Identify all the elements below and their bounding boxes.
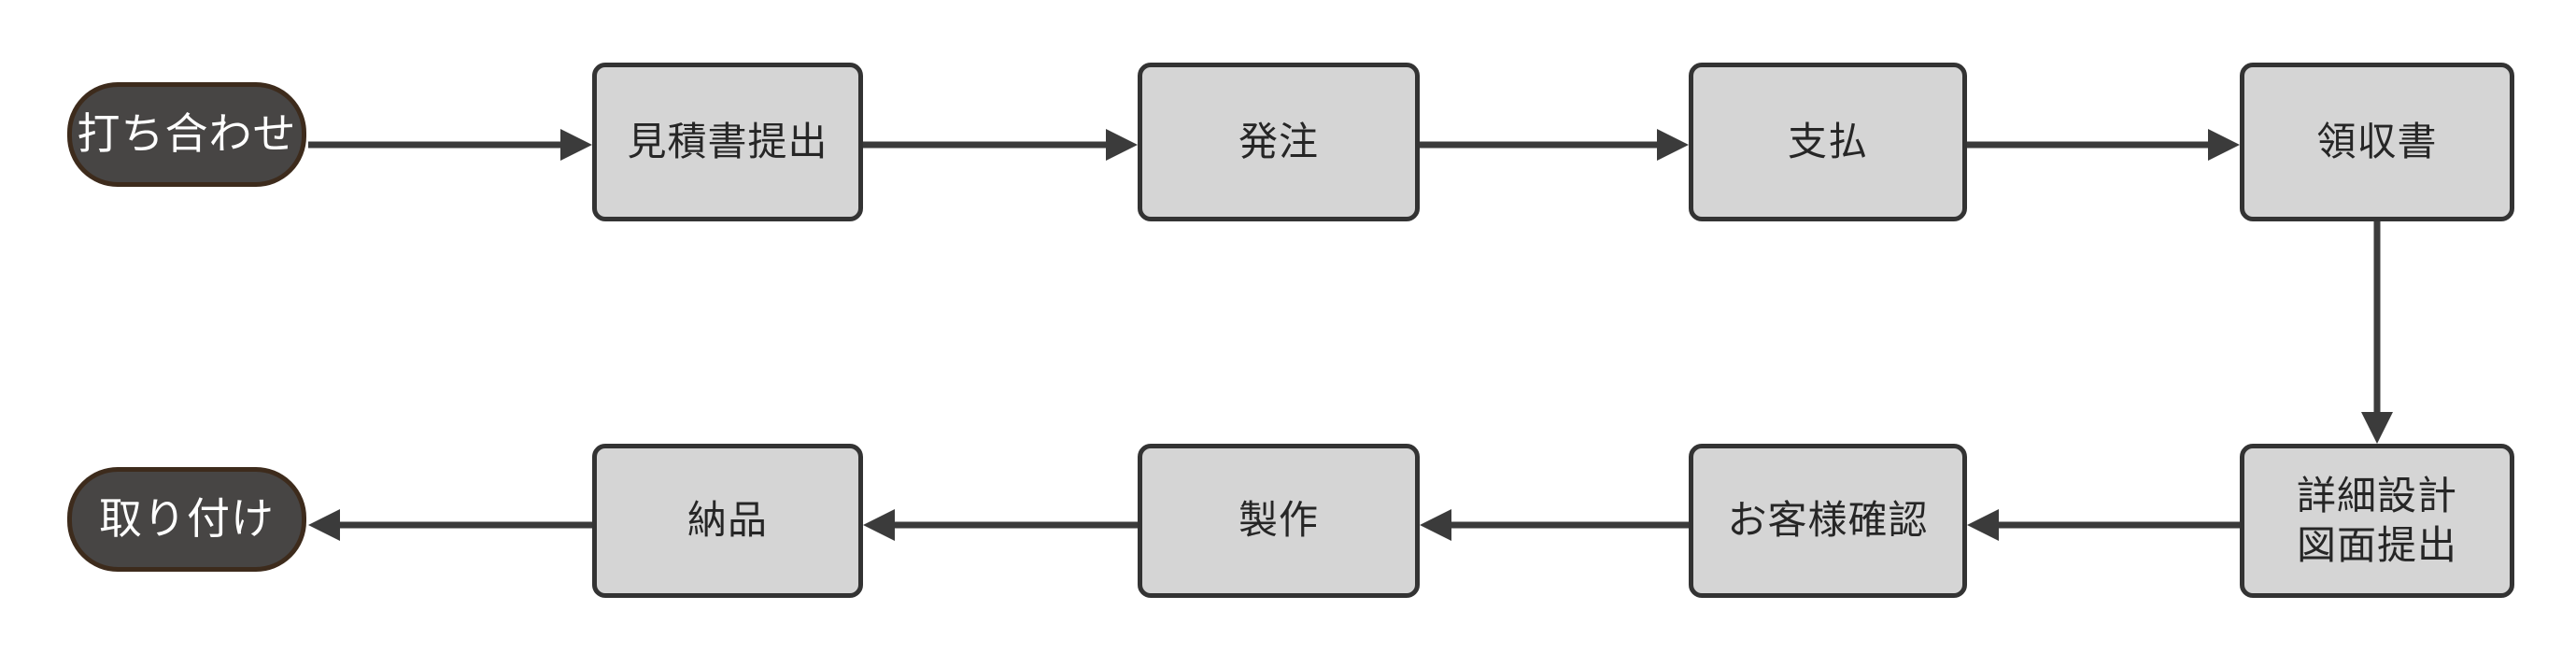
node-shosai-sekkei-zumen-teishutsu[interactable]: 詳細設計 図面提出 — [2240, 444, 2514, 598]
arrowhead-icon-e2 — [1106, 129, 1138, 161]
node-toritsuke[interactable]: 取り付け — [67, 467, 306, 572]
node-nohin[interactable]: 納品 — [592, 444, 863, 598]
node-ryoshusho[interactable]: 領収書 — [2240, 63, 2514, 221]
node-shiharai[interactable]: 支払 — [1689, 63, 1967, 221]
arrowhead-icon-e3 — [1657, 129, 1689, 161]
arrowhead-icon-e7 — [1420, 509, 1451, 541]
node-seisaku[interactable]: 製作 — [1138, 444, 1420, 598]
node-hacchu[interactable]: 発注 — [1138, 63, 1420, 221]
arrowhead-icon-e5 — [2361, 412, 2393, 444]
arrowhead-icon-e1 — [560, 129, 592, 161]
arrowhead-icon-e4 — [2208, 129, 2240, 161]
node-okyakusama-kakunin[interactable]: お客様確認 — [1689, 444, 1967, 598]
arrowhead-icon-e6 — [1967, 509, 1999, 541]
arrowhead-icon-e8 — [863, 509, 895, 541]
arrowhead-icon-e9 — [308, 509, 340, 541]
node-mitsumorisho[interactable]: 見積書提出 — [592, 63, 863, 221]
node-uchiawase[interactable]: 打ち合わせ — [67, 82, 306, 187]
